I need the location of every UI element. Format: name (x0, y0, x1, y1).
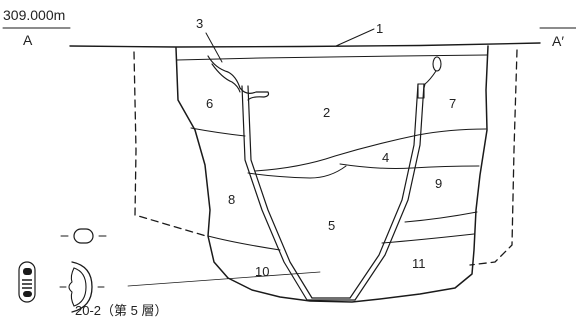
boundary-8-10 (207, 235, 281, 251)
boundary-4-bottom (339, 163, 480, 169)
leader-1 (335, 28, 375, 47)
leader-artifact (127, 271, 321, 287)
layer-label-9: 9 (435, 176, 442, 191)
boundary-6-8 (190, 127, 246, 137)
central-cut-right-outer (354, 83, 425, 301)
boundary-2-4-top (254, 128, 487, 172)
outer-pit-outline-right (469, 49, 518, 266)
boundary-11-lower (381, 233, 475, 244)
rope-right (423, 70, 437, 89)
boundary-8-5 (247, 165, 347, 179)
layer-label-1: 1 (376, 21, 383, 36)
outer-pit-outline-left (133, 51, 207, 237)
layer-label-3: 3 (196, 16, 203, 31)
layer-1-lower-boundary (176, 54, 488, 61)
central-cut-left-outer (241, 85, 308, 301)
feature-3-hook (207, 55, 270, 101)
ground-surface-line (69, 42, 541, 48)
layer-label-8: 8 (228, 192, 235, 207)
layer-label-10: 10 (255, 264, 269, 279)
layer-label-4: 4 (382, 150, 389, 165)
section-label-left: A (23, 32, 33, 48)
pit-outline (175, 45, 489, 303)
elevation-label: 309.000m (3, 7, 65, 23)
artifact-caption: 20-2（第 5 層） (75, 303, 167, 318)
artifact-20-2-drawing (18, 228, 107, 313)
central-cut-right-inner (349, 83, 419, 299)
rope-knot (417, 83, 425, 99)
feature-3-lower (211, 63, 241, 93)
layer-label-11: 11 (412, 256, 426, 271)
layer-label-7: 7 (449, 96, 456, 111)
section-label-right: A′ (552, 33, 564, 49)
layer-label-6: 6 (206, 96, 213, 111)
boundary-9-11-upper (404, 211, 478, 223)
layer-label-2: 2 (323, 105, 330, 120)
leader-3 (205, 32, 223, 63)
small-object-top-right (432, 56, 442, 72)
layer-label-5: 5 (328, 218, 335, 233)
central-cut-base (306, 297, 356, 301)
